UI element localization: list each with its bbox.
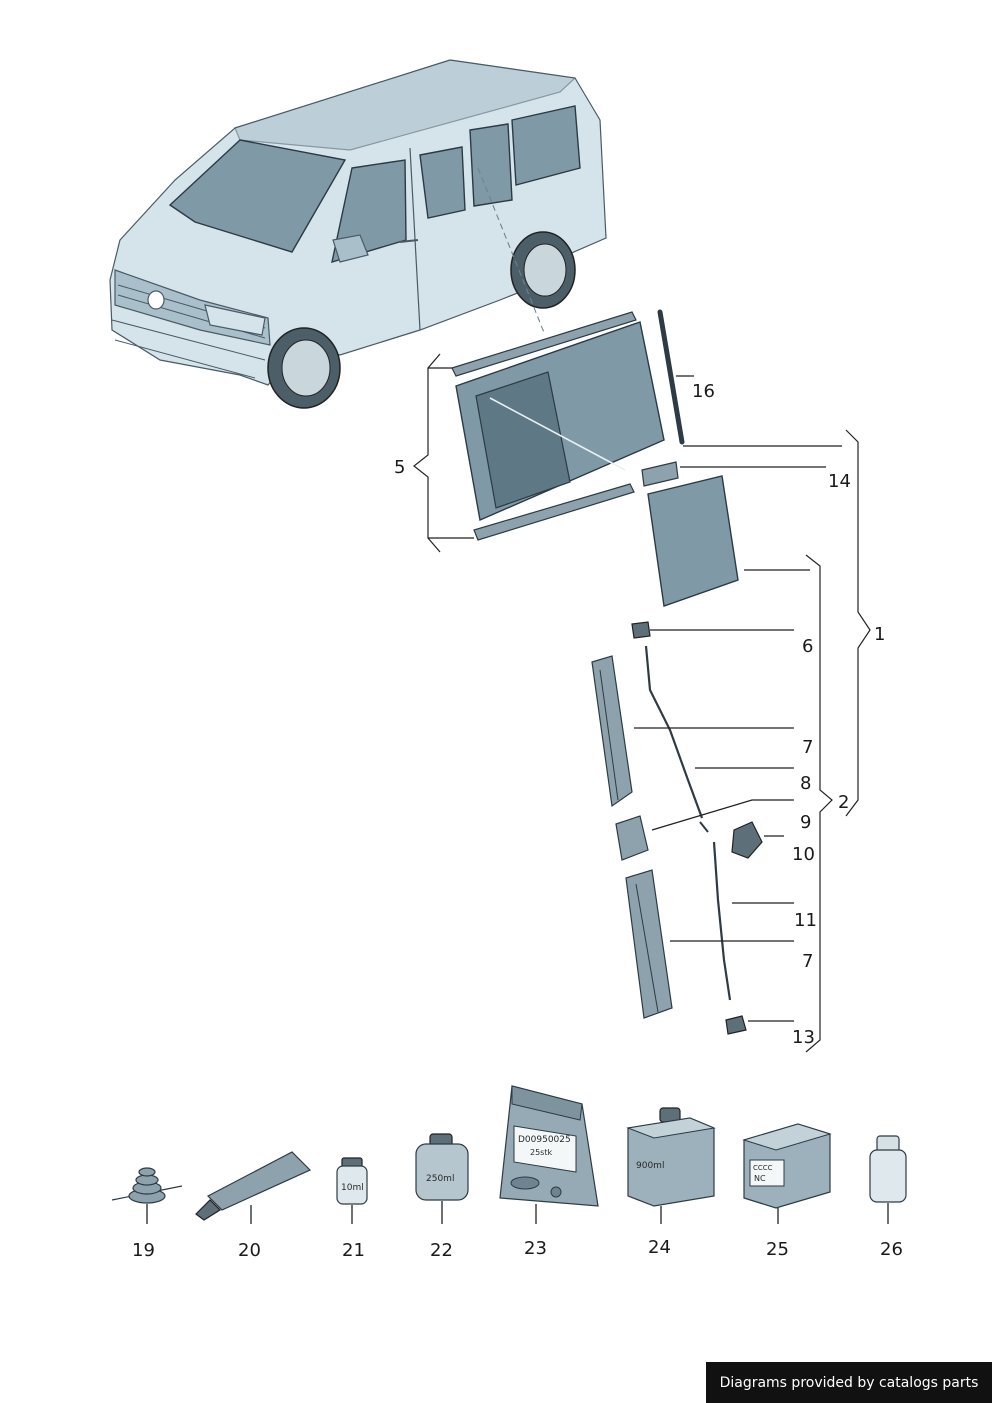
callout-8: 8	[800, 773, 811, 794]
label-box-top: CCCC	[753, 1164, 773, 1172]
callout-2: 2	[838, 792, 849, 813]
callout-23: 23	[524, 1238, 547, 1259]
callout-19: 19	[132, 1240, 155, 1261]
callout-16: 16	[692, 381, 715, 402]
sealing-cord-19	[111, 1167, 183, 1224]
tube-20	[195, 1151, 312, 1224]
callout-6: 6	[802, 636, 813, 657]
callout-numbers: 1 2 5 6 7 8 9 10 11 7 13 14 16 19 20 21 …	[132, 381, 903, 1261]
callout-22: 22	[430, 1240, 453, 1261]
van-illustration	[109, 59, 607, 409]
label-10ml: 10ml	[341, 1183, 364, 1193]
consumables: 10ml 250ml D00950025 25stk 900ml	[111, 1085, 907, 1224]
box-25: CCCC NC	[742, 1123, 832, 1224]
guide-mechanism	[591, 621, 763, 1035]
label-250ml: 250ml	[426, 1174, 454, 1184]
callout-26: 26	[880, 1239, 903, 1260]
callout-7-upper: 7	[802, 737, 813, 758]
bottle-21: 10ml	[336, 1157, 368, 1224]
leader-lines	[634, 375, 842, 1022]
callout-7-lower: 7	[802, 951, 813, 972]
callout-9: 9	[800, 812, 811, 833]
window-assembly	[451, 309, 739, 607]
callout-24: 24	[648, 1237, 671, 1258]
canister-24: 900ml	[626, 1107, 716, 1224]
braces	[413, 353, 871, 1053]
callout-21: 21	[342, 1240, 365, 1261]
label-box-bottom: NC	[754, 1174, 766, 1183]
label-bag-code: D00950025	[518, 1135, 571, 1145]
label-900ml: 900ml	[636, 1161, 664, 1171]
footer-banner: Diagrams provided by catalogs parts	[706, 1362, 992, 1403]
callout-14: 14	[828, 471, 851, 492]
bottle-26	[869, 1135, 907, 1224]
callout-25: 25	[766, 1239, 789, 1260]
bag-23: D00950025 25stk	[499, 1085, 599, 1224]
callout-11: 11	[794, 910, 817, 931]
callout-13: 13	[792, 1027, 815, 1048]
callout-20: 20	[238, 1240, 261, 1261]
callout-5: 5	[394, 457, 405, 478]
callout-10: 10	[792, 844, 815, 865]
label-bag-qty: 25stk	[530, 1148, 552, 1157]
tin-22: 250ml	[415, 1133, 469, 1224]
callout-1: 1	[874, 624, 885, 645]
